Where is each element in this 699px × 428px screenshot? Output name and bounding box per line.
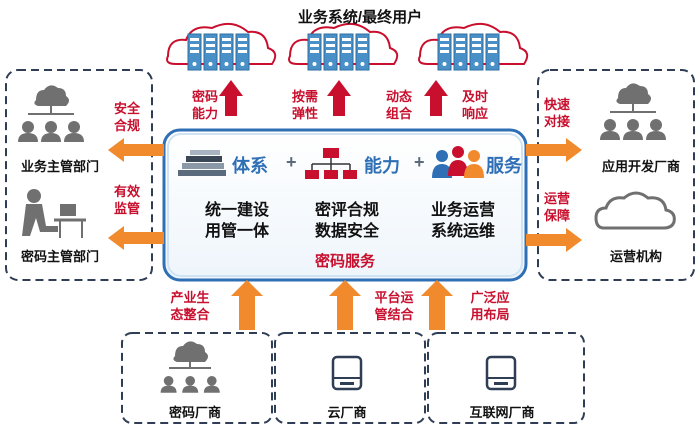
left-label-compliance: 安全合规 xyxy=(113,101,140,133)
top-label-2: 按需弹性 xyxy=(291,89,318,121)
right-arrow-bottom xyxy=(526,228,582,252)
left-group-box xyxy=(5,69,153,281)
bottom-label-1: 产业生态整合 xyxy=(170,290,210,322)
cloud-vendor-drive-icon xyxy=(331,355,363,391)
bottom-box-crypto xyxy=(121,332,273,424)
pillar-capability: 能力 xyxy=(364,156,400,176)
bottom-label-3: 广泛应用布局 xyxy=(470,290,510,322)
center-col-2: 密评合规数据安全 xyxy=(314,202,379,240)
right-label-integration: 快速对接 xyxy=(543,97,570,129)
server-cloud-2 xyxy=(288,22,399,71)
top-label-1: 密码能力 xyxy=(191,89,218,121)
internet-vendor-drive-icon xyxy=(485,355,517,391)
right-arrow-top xyxy=(526,138,582,162)
bottom-label-2: 平台运管结合 xyxy=(374,290,414,322)
org-chart-icon xyxy=(305,148,357,179)
bottom-box-cloud xyxy=(274,332,426,424)
operator-label: 运营机构 xyxy=(609,249,662,264)
cloud-vendor-label: 云厂商 xyxy=(327,405,367,420)
left-label-supervision: 有效监管 xyxy=(113,184,140,216)
top-label-3: 动态组合 xyxy=(385,89,412,121)
app-vendor-label: 应用开发厂商 xyxy=(601,159,680,174)
pillar-system: 体系 xyxy=(232,156,268,176)
crypto-dept-label: 密码主管部门 xyxy=(20,249,99,264)
top-title: 业务系统/最终用户 xyxy=(297,9,423,26)
plus-sign-1: + xyxy=(286,152,297,172)
right-group-box xyxy=(537,69,695,281)
plus-sign-2: + xyxy=(414,152,425,172)
crypto-vendor-label: 密码厂商 xyxy=(168,405,221,420)
bottom-up-arrow-2 xyxy=(329,280,361,330)
up-arrow-1 xyxy=(219,80,243,116)
crypto-vendor-icon xyxy=(160,341,220,393)
right-label-guarantee: 运营保障 xyxy=(543,191,570,223)
center-col-1: 统一建设用管一体 xyxy=(204,202,269,240)
people-group-icon xyxy=(432,146,484,178)
bottom-up-arrow-3 xyxy=(421,280,453,330)
top-label-4: 及时响应 xyxy=(461,89,488,121)
left-arrow-bottom xyxy=(108,226,164,250)
crypto-dept-icon xyxy=(22,189,86,238)
internet-vendor-label: 互联网厂商 xyxy=(469,405,535,420)
left-arrow-top xyxy=(108,138,164,162)
up-red-arrows xyxy=(219,80,448,116)
center-col-3: 业务运营系统运维 xyxy=(430,202,495,240)
server-cloud-3 xyxy=(418,22,529,71)
books-icon xyxy=(178,150,226,176)
cloud-outline-icon xyxy=(594,191,676,230)
service-label: 密码服务 xyxy=(314,253,375,270)
business-dept-icon xyxy=(18,85,84,142)
up-arrow-2 xyxy=(327,80,351,116)
business-dept-label: 业务主管部门 xyxy=(20,159,99,174)
pillar-service: 服务 xyxy=(486,156,522,176)
server-cloud-1 xyxy=(166,22,277,71)
app-vendor-icon xyxy=(600,83,666,140)
bottom-up-arrow-1 xyxy=(231,280,263,330)
bottom-box-internet xyxy=(427,332,585,424)
up-arrow-3 xyxy=(424,80,448,116)
